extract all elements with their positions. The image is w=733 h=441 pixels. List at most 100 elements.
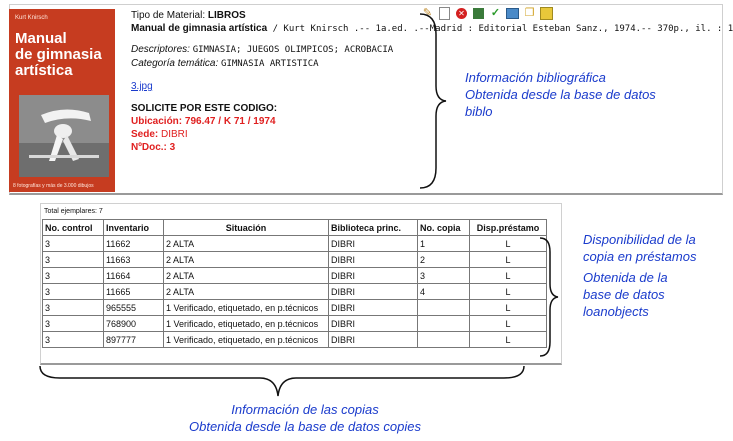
column-header-inventario: Inventario [103,219,164,236]
cover-gymnast-photo [19,95,109,177]
cell-disp-prestamo: L [469,299,547,316]
cell-biblioteca: DIBRI [328,283,418,300]
sede-row: Sede: DIBRI [131,128,721,141]
cell-biblioteca: DIBRI [328,251,418,268]
cover-footer: 8 fotografías y más de 3.000 dibujos [13,183,94,189]
table-row[interactable]: 3 11665 2 ALTA DIBRI 4 L [42,283,547,300]
cell-disp-prestamo: L [469,235,547,252]
cell-biblioteca: DIBRI [328,315,418,332]
descriptors-label: Descriptores: [131,44,190,55]
check-icon[interactable]: ✓ [490,7,501,19]
cell-inventario: 897777 [103,331,164,348]
cell-no-copia [417,331,470,348]
cell-inventario: 11665 [103,283,164,300]
cell-biblioteca: DIBRI [328,235,418,252]
ndoc-row: NºDoc.: 3 [131,141,721,154]
cell-disp-prestamo: L [469,283,547,300]
cell-inventario: 11663 [103,251,164,268]
cell-situacion: 2 ALTA [163,235,329,252]
cell-no-control: 3 [42,251,104,268]
request-heading: SOLICITE POR ESTE CODIGO: [131,103,278,114]
cell-no-copia: 2 [417,251,470,268]
copies-table: No. control Inventario Situación Bibliot… [42,219,547,348]
cell-situacion: 2 ALTA [163,283,329,300]
cell-inventario: 11664 [103,267,164,284]
record-toolbar: ✎ ✕ ✓ ❐ [420,6,554,21]
transfer-icon[interactable] [505,6,520,21]
cell-situacion: 2 ALTA [163,251,329,268]
save-icon[interactable] [471,6,486,21]
cell-situacion: 1 Verificado, etiquetado, en p.técnicos [163,299,329,316]
export-icon[interactable] [539,6,554,21]
sede-label: Sede: [131,129,159,140]
loan-annotation-line5: loanobjects [583,304,649,319]
cover-author: Kurt Knirsch [15,15,48,21]
cell-no-copia [417,315,470,332]
book-citation: / Kurt Knirsch .-- 1a.ed. .--Madrid : Ed… [267,24,733,34]
loan-brace [539,237,559,357]
cell-no-copia: 1 [417,235,470,252]
category-label: Categoría temática: [131,58,219,69]
material-type-row: Tipo de Material: LIBROS [131,9,721,22]
cell-inventario: 965555 [103,299,164,316]
delete-icon[interactable]: ✕ [454,6,469,21]
copy-icon[interactable]: ❐ [524,7,535,19]
book-title: Manual de gimnasia artística [131,23,268,34]
cell-inventario: 11662 [103,235,164,252]
material-label: Tipo de Material: [131,10,206,21]
bibliographic-annotation: Información bibliográfica Obtenida desde… [465,69,656,120]
ndoc-label: NºDoc.: [131,142,167,153]
cell-no-control: 3 [42,299,104,316]
bibliographic-annotation-line2: Obtenida desde la base de datos [465,87,656,102]
copies-brace [39,365,525,397]
loan-annotation-line1: Disponibilidad de la [583,232,696,247]
table-row[interactable]: 3 897777 1 Verificado, etiquetado, en p.… [42,331,547,348]
table-row[interactable]: 3 11662 2 ALTA DIBRI 1 L [42,235,547,252]
book-cover-image: Kurt Knirsch Manual de gimnasia artístic… [9,9,115,192]
image-link-row: 3.jpg [131,80,721,93]
descriptors-row: Descriptores: GIMNASIA; JUEGOS OLIMPICOS… [131,43,721,57]
sede-value: DIBRI [161,129,188,140]
table-row[interactable]: 3 11664 2 ALTA DIBRI 3 L [42,267,547,284]
cell-situacion: 1 Verificado, etiquetado, en p.técnicos [163,315,329,332]
bibliographic-info: Tipo de Material: LIBROS Manual de gimna… [131,9,733,154]
edit-icon[interactable]: ✎ [422,7,433,19]
cell-disp-prestamo: L [469,315,547,332]
table-row[interactable]: 3 965555 1 Verificado, etiquetado, en p.… [42,299,547,316]
bibliographic-brace [419,13,447,189]
cover-title-line1: Manual [15,30,67,47]
cell-no-control: 3 [42,267,104,284]
cover-title: Manual de gimnasia artística [15,31,102,79]
request-heading-row: SOLICITE POR ESTE CODIGO: [131,102,721,115]
cell-disp-prestamo: L [469,331,547,348]
category-row: Categoría temática: GIMNASIA ARTISTICA [131,57,721,71]
bibliographic-annotation-line3: biblo [465,104,493,119]
cell-no-copia [417,299,470,316]
cell-inventario: 768900 [103,315,164,332]
copies-annotation-line1: Información de las copias [231,402,379,417]
image-link[interactable]: 3.jpg [131,81,153,92]
ubicacion-label: Ubicación: [131,116,183,127]
category-value: GIMNASIA ARTISTICA [221,59,319,69]
loan-annotation-line2: copia en préstamos [583,249,697,264]
cell-situacion: 2 ALTA [163,267,329,284]
new-document-icon[interactable] [437,6,452,21]
copies-annotation-line2: Obtenida desde la base de datos copies [188,419,421,434]
title-row: Manual de gimnasia artística / Kurt Knir… [131,22,733,36]
cell-situacion: 1 Verificado, etiquetado, en p.técnicos [163,331,329,348]
ubicacion-value: 796.47 / K 71 / 1974 [184,116,276,127]
cell-disp-prestamo: L [469,267,547,284]
descriptors-value: GIMNASIA; JUEGOS OLIMPICOS; ACROBACIA [192,45,394,55]
column-header-no-control: No. control [42,219,104,236]
cell-no-copia: 3 [417,267,470,284]
cell-biblioteca: DIBRI [328,331,418,348]
table-row[interactable]: 3 768900 1 Verificado, etiquetado, en p.… [42,315,547,332]
cell-no-copia: 4 [417,283,470,300]
cell-no-control: 3 [42,315,104,332]
bibliographic-annotation-line1: Información bibliográfica [465,70,606,85]
column-header-biblioteca: Biblioteca princ. [328,219,418,236]
table-row[interactable]: 3 11663 2 ALTA DIBRI 2 L [42,251,547,268]
cell-disp-prestamo: L [469,251,547,268]
column-header-disp-prestamo: Disp.préstamo [469,219,547,236]
loan-annotation: Disponibilidad de la copia en préstamos … [583,231,696,320]
